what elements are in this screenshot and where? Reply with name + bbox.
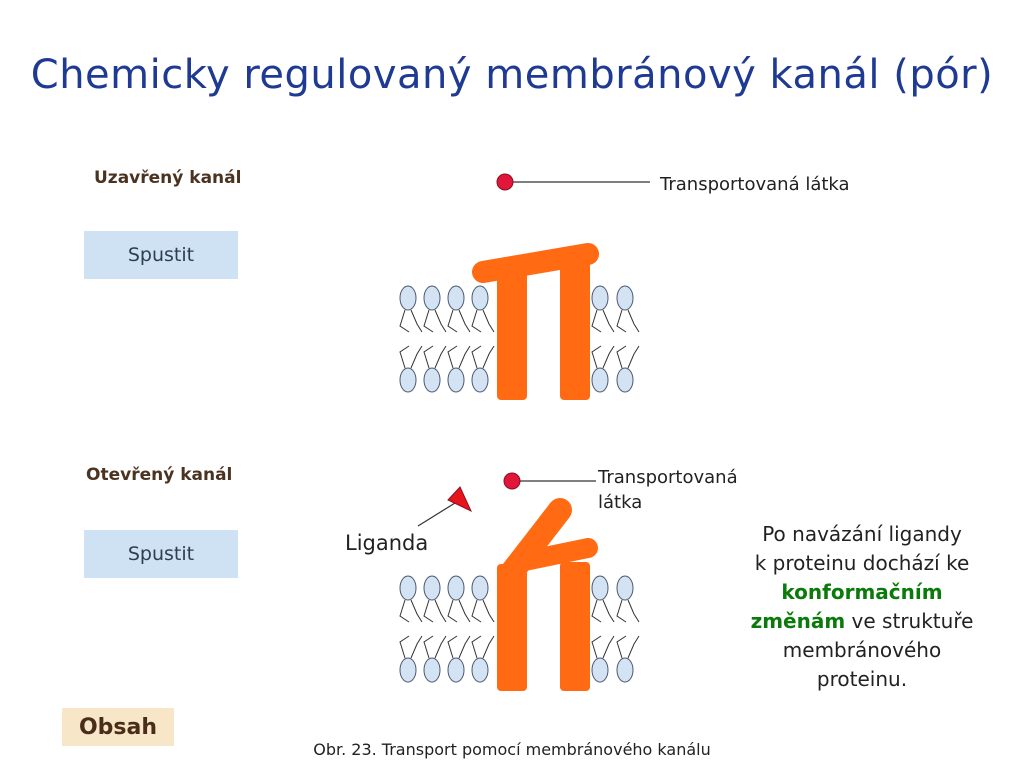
lipid-head [447, 657, 465, 683]
lipid-head [471, 575, 489, 601]
lipid-head [591, 657, 609, 683]
lipid-tail [399, 635, 423, 659]
lipid-head [616, 657, 634, 683]
lipid-head [423, 367, 441, 393]
lipid-tail [423, 599, 447, 623]
lipid-head [616, 285, 634, 311]
lipid-head [471, 285, 489, 311]
description-line: Po navázání ligandy [762, 522, 962, 546]
lipid-head [399, 575, 417, 601]
lipid-head [471, 367, 489, 393]
description-highlight: konformačním [781, 580, 943, 604]
open-membrane [399, 575, 640, 683]
figure-caption: Obr. 23. Transport pomocí membránového k… [313, 740, 711, 759]
lipid-tail [399, 309, 423, 333]
lipid-tail [447, 345, 471, 369]
ligand-triangle [447, 486, 473, 513]
substance-label-open-line1: Transportovaná [598, 467, 738, 488]
lipid-tail [447, 599, 471, 623]
lipid-head [616, 367, 634, 393]
closed-channel-protein [472, 243, 599, 400]
lipid-tail [399, 599, 423, 623]
lipid-tail [616, 599, 640, 623]
description-line: membránového [782, 638, 942, 662]
lipid-head [591, 575, 609, 601]
description-line: proteinu. [816, 667, 908, 691]
description-text: Po navázání ligandy k proteinu dochází k… [718, 520, 1006, 694]
lipid-head [447, 575, 465, 601]
ligand-label: Liganda [345, 531, 429, 555]
substance-dot-open [503, 472, 521, 490]
lipid-tail [399, 345, 423, 369]
open-channel-protein [497, 498, 598, 691]
substance-label-closed: Transportovaná látka [660, 174, 850, 195]
lipid-head [423, 285, 441, 311]
lipid-head [399, 657, 417, 683]
closed-membrane [399, 285, 640, 393]
lipid-tail [423, 309, 447, 333]
lipid-tail [471, 309, 495, 333]
lipid-tail [471, 599, 495, 623]
lipid-head [616, 575, 634, 601]
lipid-head [471, 657, 489, 683]
lipid-head [423, 575, 441, 601]
lipid-head [399, 367, 417, 393]
substance-dot-closed [496, 173, 514, 191]
lipid-tail [423, 635, 447, 659]
description-line: ve struktuře [845, 609, 974, 633]
closed-channel-heading: Uzavřený kanál [94, 168, 242, 188]
lipid-tail [423, 345, 447, 369]
description-highlight: změnám [750, 609, 846, 633]
start-open-button[interactable]: Spustit [84, 530, 238, 578]
lipid-head [399, 285, 417, 311]
page-title: Chemicky regulovaný membránový kanál (pó… [30, 52, 994, 98]
lipid-tail [591, 599, 615, 623]
lipid-tail [471, 345, 495, 369]
lipid-tail [447, 635, 471, 659]
lipid-tail [616, 345, 640, 369]
substance-label-open-line2: látka [598, 492, 643, 513]
lipid-head [591, 367, 609, 393]
lipid-tail [591, 345, 615, 369]
lipid-head [591, 285, 609, 311]
lipid-head [447, 285, 465, 311]
lipid-tail [471, 635, 495, 659]
lipid-tail [616, 635, 640, 659]
lipid-tail [591, 635, 615, 659]
start-closed-button[interactable]: Spustit [84, 231, 238, 279]
lipid-tail [616, 309, 640, 333]
lipid-tail [591, 309, 615, 333]
lipid-head [447, 367, 465, 393]
contents-button[interactable]: Obsah [62, 708, 174, 746]
description-line: k proteinu dochází ke [754, 551, 970, 575]
open-channel-heading: Otevřený kanál [86, 465, 233, 485]
lipid-tail [447, 309, 471, 333]
lipid-head [423, 657, 441, 683]
